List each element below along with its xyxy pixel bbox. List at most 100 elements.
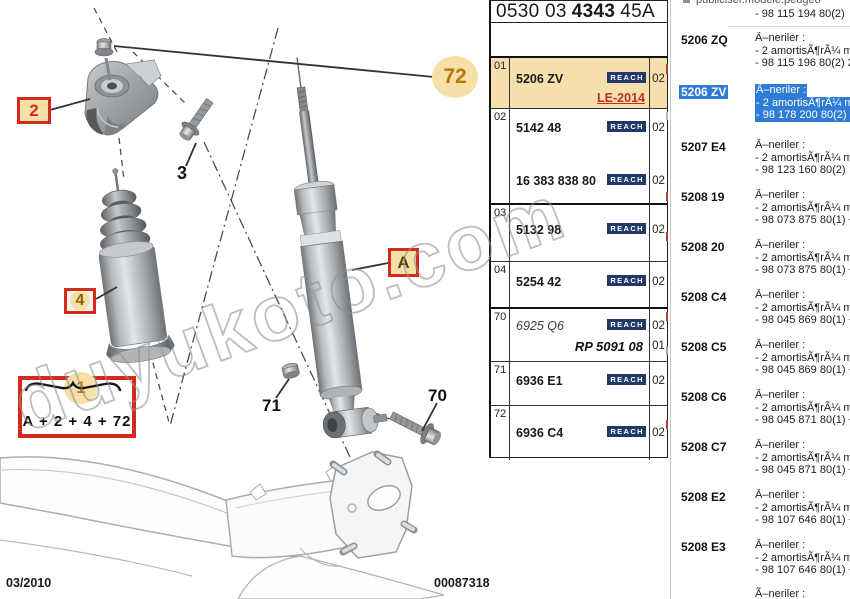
reach-badge[interactable]: REACH: [607, 426, 646, 437]
description-line: - 98 115 196 80(2) 2 a: [755, 57, 850, 69]
part-item: 6936 E1 REACH: [510, 374, 649, 390]
reference-code-5206-zq[interactable]: 5206 ZQ: [681, 33, 728, 47]
description-line: - 98 045 871 80(1) + 9: [755, 464, 850, 476]
reach-badge[interactable]: REACH: [607, 223, 646, 234]
description-line: - 98 107 646 80(1) + 9: [755, 564, 850, 576]
reference-description[interactable]: Ã–neriler :- 2 amortisÃ¶rÃ¼ mutl- 98 123…: [755, 139, 850, 177]
part-reference[interactable]: 5206 ZV: [516, 72, 564, 86]
description-line: Ã–neriler :: [755, 32, 806, 44]
part-quantity: 02: [652, 320, 665, 332]
reach-badge[interactable]: REACH: [607, 275, 646, 286]
reach-badge[interactable]: REACH: [607, 121, 646, 132]
reference-code-5208-c6[interactable]: 5208 C6: [681, 390, 727, 404]
label-3[interactable]: 3: [177, 163, 188, 183]
reach-badge[interactable]: REACH: [607, 374, 646, 385]
part-reference[interactable]: RP 5091 08: [574, 339, 643, 354]
reference-code-5206-zv[interactable]: 5206 ZV: [679, 85, 729, 99]
reference-code-5208-c5[interactable]: 5208 C5: [681, 340, 727, 354]
reference-list-header: publiciser.modele.peugeo: [683, 0, 821, 6]
part-item: 6925 Q6 REACH: [510, 319, 649, 335]
row-index: 02: [491, 109, 510, 203]
reference-code-5207-e4[interactable]: 5207 E4: [681, 140, 726, 154]
quantity-column: 02 01: [649, 309, 667, 361]
brace-icon: [24, 380, 122, 392]
reference-code-5208-c4[interactable]: 5208 C4: [681, 290, 727, 304]
quantity-column: 02: [649, 58, 667, 108]
part-reference[interactable]: 5132 98: [516, 223, 562, 237]
bullet-square-icon: [683, 0, 690, 3]
description-line: Ã–neriler :: [755, 289, 806, 301]
description-line: - 98 073 875 80(1) + 9: [755, 214, 850, 226]
reach-badge[interactable]: REACH: [607, 319, 646, 330]
kit-formula-box[interactable]: 1 A + 2 + 4 + 72: [18, 372, 136, 438]
part-reference[interactable]: 6925 Q6: [516, 319, 564, 333]
reference-description[interactable]: Ã–neriler :- 2 amortisÃ¶rÃ¼ mutl- 98 107…: [755, 539, 850, 577]
mounting-plate-artwork: [329, 450, 418, 559]
part-reference[interactable]: 6936 C4: [516, 426, 564, 440]
reference-code-5208-e2[interactable]: 5208 E2: [681, 490, 726, 504]
description-line: - 2 amortisÃ¶rÃ¼ mutl: [755, 151, 850, 164]
part-item: 5142 48 REACH: [510, 121, 649, 137]
label-71[interactable]: 71: [262, 396, 281, 415]
reference-code-5208-19[interactable]: 5208 19: [681, 190, 725, 204]
reference-description[interactable]: Ã–neriler :- 2 amortisÃ¶rÃ¼ mutl- 98 045…: [755, 339, 850, 377]
quantity-column: 02: [649, 205, 667, 261]
description-line: Ã–neriler :: [755, 189, 806, 201]
reference-description[interactable]: Ã–neriler :- 2 amortisÃ¶rÃ¼ mutl- 98 073…: [755, 239, 850, 277]
part-reference[interactable]: 5142 48: [516, 121, 562, 135]
description-line: - 2 amortisÃ¶rÃ¼ mutl: [755, 551, 850, 564]
description-line: Ã–neriler :: [755, 239, 806, 251]
clipped-bottom-line: Ã–neriler :: [755, 588, 806, 599]
reference-description[interactable]: Ã–neriler :- 2 amortisÃ¶rÃ¼ mutl- 98 045…: [755, 389, 850, 427]
description-line: - 98 107 646 80(1) + 9: [755, 514, 850, 526]
reference-description[interactable]: Ã–neriler :- 2 amortisÃ¶rÃ¼ mutl- 98 073…: [755, 189, 850, 227]
row-index: 03: [491, 205, 510, 261]
clipped-column-mark: [666, 420, 668, 429]
reference-description[interactable]: Ã–neriler :- 2 amortisÃ¶rÃ¼ mutl- 98 107…: [755, 489, 850, 527]
reference-description[interactable]: Ã–neriler :- 2 amortisÃ¶rÃ¼ mutl- 98 045…: [755, 439, 850, 477]
callout-4[interactable]: 4: [64, 288, 96, 314]
reference-description[interactable]: Ã–neriler :- 2 amortisÃ¶rÃ¼ mutl- 98 178…: [755, 84, 850, 122]
reach-badge[interactable]: REACH: [607, 174, 646, 185]
description-line: - 2 amortisÃ¶rÃ¼ mutl: [755, 401, 850, 414]
part-quantity: 02: [652, 375, 665, 387]
callout-2-label: 2: [29, 100, 39, 120]
reference-description[interactable]: Ã–neriler :- 2 amortisÃ¶rÃ¼ mutl- 98 045…: [755, 289, 850, 327]
part-item: RP 5091 08: [510, 339, 649, 355]
row-content: 5132 98 REACH: [510, 205, 649, 261]
callout-A[interactable]: A: [388, 248, 419, 277]
reference-code-5208-c7[interactable]: 5208 C7: [681, 440, 727, 454]
reference-code-5208-e3[interactable]: 5208 E3: [681, 540, 726, 554]
diagram-sheet-number: 00087318: [434, 576, 490, 590]
row-content: 6925 Q6 REACH RP 5091 08: [510, 309, 649, 361]
part-item: 5254 42 REACH: [510, 275, 649, 291]
applicability-note[interactable]: LE-2014: [597, 91, 645, 105]
part-quantity: 02: [652, 175, 665, 187]
part-quantity: 01: [652, 340, 665, 352]
callout-72[interactable]: 72: [432, 56, 478, 98]
row-content: 5254 42 REACH: [510, 262, 649, 307]
parts-table-blank-row: [491, 23, 667, 58]
callout-2[interactable]: 2: [17, 97, 51, 124]
description-line: Ã–neriler :: [755, 439, 806, 451]
description-line: Ã–neriler :: [755, 339, 806, 351]
part-reference[interactable]: 5254 42: [516, 275, 562, 289]
part-reference[interactable]: 16 383 838 80: [516, 174, 596, 188]
part-item: 6936 C4 REACH: [510, 426, 649, 442]
reference-list-panel: publiciser.modele.peugeo - 98 115 194 80…: [670, 0, 850, 599]
reference-code-5208-20[interactable]: 5208 20: [681, 240, 725, 254]
description-line: Ã–neriler :: [755, 84, 808, 97]
reach-badge[interactable]: REACH: [607, 72, 646, 83]
diagram-artwork: [0, 7, 445, 599]
label-70[interactable]: 70: [428, 386, 447, 405]
leader-lines: [49, 45, 438, 432]
reference-description[interactable]: Ã–neriler :- 2 amortisÃ¶rÃ¼ mutl- 98 115…: [755, 32, 850, 70]
part-reference[interactable]: 6936 E1: [516, 374, 563, 388]
